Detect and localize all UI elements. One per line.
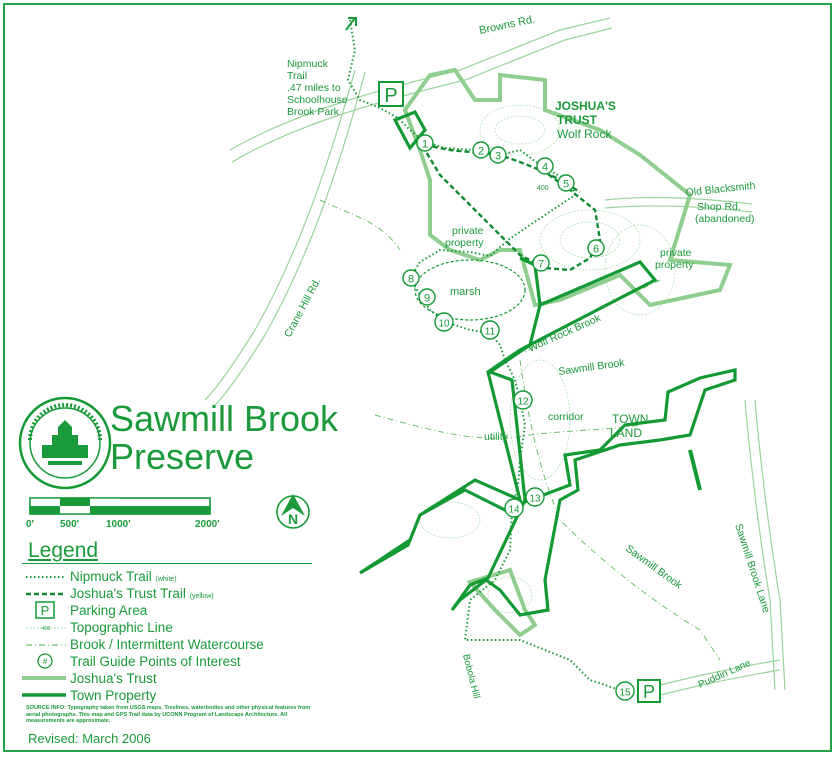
old-blacksmith-label-3: (abandoned) bbox=[695, 213, 755, 225]
svg-text:4: 4 bbox=[542, 162, 548, 174]
scale-bar bbox=[29, 497, 211, 515]
joshuas-trust-label-1: JOSHUA'S bbox=[555, 99, 616, 113]
utility-brook bbox=[374, 414, 641, 439]
town-land-label-1: TOWN bbox=[612, 412, 648, 426]
browns-rd-label: Browns Rd. bbox=[478, 13, 536, 37]
private-property-1a: private bbox=[452, 225, 484, 237]
map-labels: Browns Rd. Nipmuck Trail .47 miles to Sc… bbox=[282, 13, 772, 699]
parking-north: P bbox=[378, 81, 404, 107]
svg-text:3: 3 bbox=[495, 151, 501, 163]
poi-14: 14 bbox=[504, 498, 524, 518]
old-blacksmith-road bbox=[604, 196, 753, 205]
crane-hill-road bbox=[204, 69, 356, 401]
private-property-2b: property bbox=[655, 259, 694, 271]
old-blacksmith-label-1: Old Blacksmith bbox=[685, 180, 756, 199]
north-arrow-icon: N bbox=[276, 494, 310, 529]
nipmuck-label-3: .47 miles to bbox=[287, 82, 341, 94]
legend-symbols: P 400 # bbox=[22, 576, 66, 697]
svg-text:8: 8 bbox=[408, 274, 414, 286]
poi-1: 1 bbox=[416, 134, 434, 152]
svg-text:5: 5 bbox=[563, 179, 569, 191]
town-land-label-2: LAND bbox=[610, 426, 642, 440]
bobola-hill-label: Bobola Hill bbox=[460, 653, 482, 700]
scale-label-2000: 2000' bbox=[195, 519, 220, 530]
poi-9: 9 bbox=[418, 288, 436, 306]
poi-11: 11 bbox=[480, 320, 500, 340]
joshuas-trust-boundary bbox=[402, 67, 733, 638]
legend-heading: Legend bbox=[28, 539, 99, 562]
brooks bbox=[319, 199, 721, 661]
svg-text:13: 13 bbox=[529, 494, 541, 505]
roads bbox=[204, 17, 786, 701]
sawmill-brook bbox=[519, 359, 721, 661]
svg-text:1: 1 bbox=[422, 139, 428, 151]
scale-label-1000: 1000' bbox=[106, 519, 131, 530]
svg-text:400: 400 bbox=[42, 626, 51, 632]
poi-points: 1 2 3 4 5 6 7 8 9 10 11 12 13 14 15 bbox=[402, 134, 635, 701]
old-blacksmith-label-2: Shop Rd. bbox=[697, 201, 741, 213]
poi-8: 8 bbox=[402, 269, 420, 287]
sawmill-brook-lower-label: Sawmill Brook bbox=[623, 543, 684, 592]
nipmuck-label-1: Nipmuck bbox=[287, 58, 329, 70]
joshuas-trust-label-2: TRUST bbox=[557, 113, 598, 127]
utility-label: utility bbox=[484, 431, 509, 443]
corridor-label: corridor bbox=[548, 411, 584, 423]
trail-arrow-icon bbox=[345, 17, 357, 31]
svg-text:2: 2 bbox=[478, 146, 484, 158]
source-info: SOURCE INFO: Typography taken from USGS … bbox=[26, 705, 311, 724]
title-line-2: Preserve bbox=[110, 436, 255, 477]
revised-date: Revised: March 2006 bbox=[28, 731, 151, 746]
legend-rule bbox=[22, 563, 312, 564]
poi-2: 2 bbox=[472, 141, 490, 159]
svg-text:N: N bbox=[288, 511, 298, 527]
poi-6: 6 bbox=[587, 239, 605, 257]
scale-label-500: 500' bbox=[60, 519, 80, 530]
crane-hill-rd-label: Crane Hill Rd. bbox=[282, 276, 323, 339]
poi-10: 10 bbox=[434, 312, 454, 332]
poi-12: 12 bbox=[513, 390, 533, 410]
sawmill-brook-lane-label: Sawmill Brook Lane bbox=[732, 522, 772, 614]
brook-west bbox=[319, 199, 401, 251]
svg-text:14: 14 bbox=[508, 505, 520, 516]
nipmuck-label-5: Brook Park bbox=[287, 106, 340, 118]
svg-text:12: 12 bbox=[517, 397, 529, 408]
scale-label-0: 0' bbox=[26, 519, 34, 530]
topo-400-label: 400 bbox=[537, 185, 549, 192]
svg-text:6: 6 bbox=[593, 244, 599, 256]
parking-south: P bbox=[637, 679, 661, 703]
private-property-2a: private bbox=[660, 247, 692, 259]
map-frame bbox=[3, 3, 832, 752]
topographic-lines bbox=[419, 104, 676, 614]
title-line-1: Sawmill Brook bbox=[110, 398, 339, 439]
poi-5: 5 bbox=[557, 174, 575, 192]
svg-text:11: 11 bbox=[485, 327, 496, 338]
joshuas-trust-label-3: Wolf Rock bbox=[557, 127, 612, 141]
nipmuck-label-2: Trail bbox=[287, 70, 307, 82]
svg-text:P: P bbox=[643, 682, 655, 702]
sawmill-brook-lane bbox=[744, 399, 776, 691]
svg-text:7: 7 bbox=[538, 259, 544, 271]
svg-text:P: P bbox=[384, 85, 397, 107]
mansfield-seal-icon bbox=[18, 396, 112, 490]
poi-13: 13 bbox=[525, 487, 545, 507]
nipmuck-label-4: Schoolhouse bbox=[287, 94, 348, 106]
svg-text:10: 10 bbox=[438, 319, 450, 330]
private-property-1b: property bbox=[445, 237, 484, 249]
map-title: Sawmill Brook Preserve bbox=[110, 400, 338, 476]
svg-text:#: # bbox=[43, 657, 48, 666]
wolf-rock-brook bbox=[524, 279, 661, 353]
marsh-outline bbox=[414, 259, 526, 321]
poi-3: 3 bbox=[489, 146, 507, 164]
poi-15: 15 bbox=[615, 681, 635, 701]
sawmill-brook-upper-label: Sawmill Brook bbox=[558, 357, 626, 378]
poi-7: 7 bbox=[532, 254, 550, 272]
svg-text:P: P bbox=[41, 603, 50, 618]
nipmuck-trail bbox=[346, 19, 621, 691]
poi-4: 4 bbox=[536, 157, 554, 175]
svg-text:9: 9 bbox=[424, 293, 430, 305]
svg-text:15: 15 bbox=[619, 688, 631, 699]
marsh-label: marsh bbox=[450, 286, 481, 298]
